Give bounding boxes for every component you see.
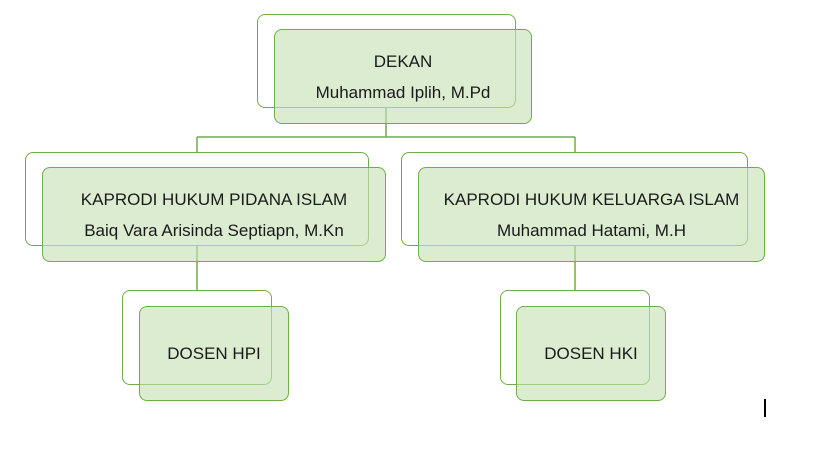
left-name: Baiq Vara Arisinda Septiapn, M.Kn [84, 220, 344, 240]
root-title: DEKAN [373, 51, 433, 71]
left-child-node[interactable]: DOSEN HPI [139, 306, 289, 401]
right-child-node[interactable]: DOSEN HKI [516, 306, 666, 401]
text-cursor [764, 399, 766, 417]
root-node[interactable]: DEKAN Muhammad Iplih, M.Pd [274, 29, 532, 124]
root-name: Muhammad Iplih, M.Pd [315, 82, 491, 102]
left-node[interactable]: KAPRODI HUKUM PIDANA ISLAM Baiq Vara Ari… [42, 167, 386, 262]
right-title: KAPRODI HUKUM KELUARGA ISLAM [443, 189, 740, 209]
right-node[interactable]: KAPRODI HUKUM KELUARGA ISLAM Muhammad Ha… [418, 167, 765, 262]
right-child-title: DOSEN HKI [544, 344, 638, 363]
left-title: KAPRODI HUKUM PIDANA ISLAM [80, 189, 348, 209]
right-name: Muhammad Hatami, M.H [497, 220, 686, 240]
left-child-title: DOSEN HPI [167, 344, 261, 363]
